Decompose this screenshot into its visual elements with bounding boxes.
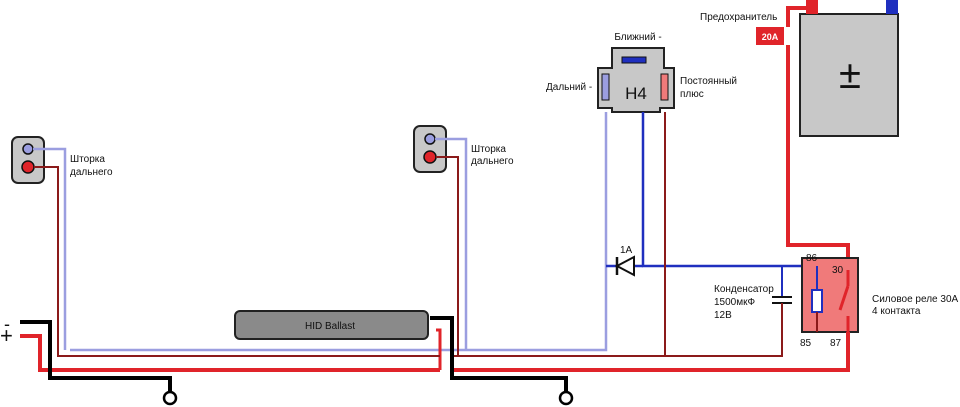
battery-body [799, 13, 899, 137]
fuse-body [756, 27, 784, 45]
shutter-middle: Шторка дальнего [413, 125, 514, 173]
wire-main-positive [20, 334, 440, 372]
terminal-plus: + [0, 323, 13, 348]
capacitor-label-1: Конденсатор [714, 284, 774, 295]
battery-symbol: ± [839, 53, 861, 97]
diode-rating: 1A [620, 245, 633, 256]
relay-label-1: Силовое реле 30А [872, 294, 959, 305]
shutter-left-label-2: дальнего [70, 167, 113, 178]
diode: 1A [606, 245, 643, 277]
relay-body [801, 257, 859, 333]
shutter-left-red-terminal [21, 160, 35, 174]
hid-ballast: HID Ballast [234, 310, 429, 340]
wire-shutter-left-signal [33, 147, 67, 350]
capacitor-label-2: 1500мкФ [714, 297, 755, 308]
fuse: Предохранитель 20A [700, 12, 784, 45]
terminal-minus: - [4, 314, 10, 334]
h4-label: H4 [625, 84, 647, 103]
wire-shutter-middle-signal [435, 137, 468, 350]
h4-constant-plus-pin [660, 73, 669, 101]
shutter-left-label-1: Шторка [70, 154, 105, 165]
shutter-middle-blue-terminal [424, 133, 436, 145]
relay-pin-30: 30 [832, 265, 844, 276]
capacitor-label-3: 12В [714, 310, 732, 321]
relay-pin-85: 85 [800, 338, 812, 349]
relay-switch-blade [838, 285, 850, 311]
shutter-middle-body [413, 125, 447, 173]
ground-terminal-left [162, 390, 178, 406]
wire-relay-output [454, 332, 850, 372]
wire-fuse-to-relay [786, 45, 850, 258]
shutter-middle-label-1: Шторка [471, 144, 506, 155]
fuse-label: Предохранитель [700, 12, 777, 23]
constant-plus-label-1: Постоянный [680, 76, 737, 87]
relay-pin-86: 86 [806, 253, 818, 264]
fuse-rating: 20A [762, 32, 779, 42]
shutter-left-blue-terminal [22, 143, 34, 155]
diode-triangle [614, 255, 635, 277]
wire-ground-ballast [430, 316, 568, 392]
wire-battery-positive [786, 6, 814, 27]
wire-h4-high-beam [70, 112, 608, 352]
wire-h4-low-beam [641, 112, 822, 290]
wire-shutter-middle-power [436, 156, 459, 356]
shutter-middle-label-2: дальнего [471, 156, 514, 167]
relay: 86 30 85 87 Силовое реле 30А 4 контакта [800, 253, 959, 349]
h4-high-beam-pin [601, 73, 610, 101]
relay-pin-87: 87 [830, 338, 842, 349]
relay-label-2: 4 контакта [872, 306, 921, 317]
low-beam-label: Ближний - [614, 32, 661, 43]
shutter-middle-red-terminal [423, 150, 437, 164]
h4-connector: H4 Ближний - Дальний - Постоянный плюс [546, 32, 737, 113]
ground-terminal-right [558, 390, 574, 406]
hid-ballast-body [234, 310, 429, 340]
high-beam-label: Дальний - [546, 82, 592, 93]
capacitor-wire-bottom [665, 303, 783, 357]
h4-connector-body [597, 47, 675, 113]
shutter-left: Шторка дальнего [11, 136, 113, 184]
battery: ± [799, 0, 899, 137]
capacitor: Конденсатор 1500мкФ 12В [665, 266, 792, 357]
hid-ballast-label: HID Ballast [305, 321, 355, 332]
constant-plus-label-2: плюс [680, 89, 704, 100]
h4-low-beam-pin [621, 56, 647, 64]
battery-negative-terminal [886, 0, 898, 14]
wire-ground-main [20, 320, 172, 392]
wire-shutter-left-power [34, 166, 440, 357]
relay-coil [811, 289, 823, 313]
